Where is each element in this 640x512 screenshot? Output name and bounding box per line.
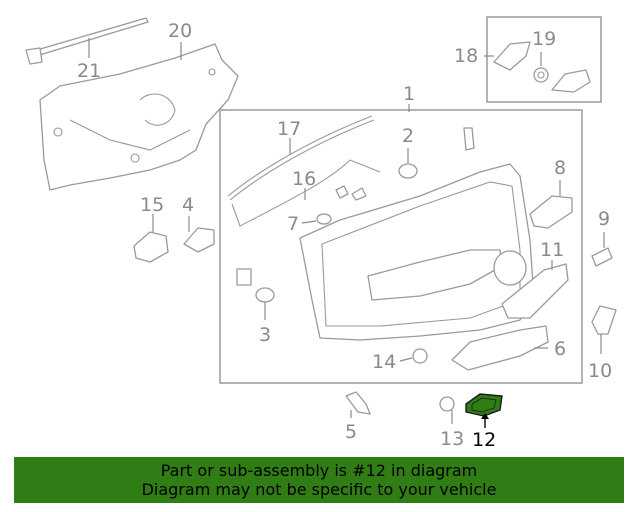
callout-20: 20 — [168, 20, 192, 42]
part-5-push-pin — [345, 391, 371, 418]
part-14-plug — [399, 348, 428, 364]
callout-10: 10 — [588, 360, 612, 382]
callout-15: 15 — [140, 194, 164, 216]
part-3-grommet — [236, 268, 275, 320]
part-9-clip — [591, 232, 613, 267]
callout-1: 1 — [403, 83, 415, 105]
callout-5: 5 — [345, 421, 357, 443]
main-assembly-frame — [219, 109, 583, 384]
banner-line-1: Part or sub-assembly is #12 in diagram — [160, 461, 478, 480]
callout-12: 12 — [472, 429, 496, 451]
part-4-bracket — [183, 216, 215, 253]
part-19-knob — [533, 52, 549, 83]
part-12-highlighted — [465, 393, 503, 428]
callout-18: 18 — [454, 45, 478, 67]
part-17-seal — [227, 115, 375, 201]
info-banner: Part or sub-assembly is #12 in diagram D… — [14, 457, 624, 503]
callout-7: 7 — [287, 213, 299, 235]
sub-assembly-frame — [486, 16, 602, 103]
callout-16: 16 — [292, 168, 316, 190]
callout-8: 8 — [554, 157, 566, 179]
part-16-cable — [231, 159, 381, 227]
callout-9: 9 — [598, 208, 610, 230]
part-18-bezel — [484, 41, 591, 93]
part-2-clip — [398, 148, 418, 179]
callout-17: 17 — [277, 118, 301, 140]
part-21-weatherstrip — [25, 17, 149, 65]
part-1-door-trim-panel — [299, 104, 535, 341]
callout-14: 14 — [372, 351, 396, 373]
callout-2: 2 — [402, 125, 414, 147]
callout-3: 3 — [259, 324, 271, 346]
part-13-nut — [439, 396, 455, 424]
callout-6: 6 — [554, 338, 566, 360]
callout-19: 19 — [532, 28, 556, 50]
part-10-switch — [591, 305, 617, 354]
callout-13: 13 — [440, 428, 464, 450]
part-clip-small — [335, 127, 475, 201]
banner-line-2: Diagram may not be specific to your vehi… — [141, 480, 497, 499]
part-11-trim — [501, 260, 569, 319]
part-6-armrest — [451, 325, 549, 371]
part-8-handle — [529, 180, 573, 229]
callout-21: 21 — [77, 60, 101, 82]
part-15-bracket — [133, 214, 169, 263]
part-7-fastener — [301, 213, 332, 225]
part-20-water-deflector — [39, 42, 239, 191]
callout-11: 11 — [540, 239, 564, 261]
callout-4: 4 — [182, 194, 194, 216]
